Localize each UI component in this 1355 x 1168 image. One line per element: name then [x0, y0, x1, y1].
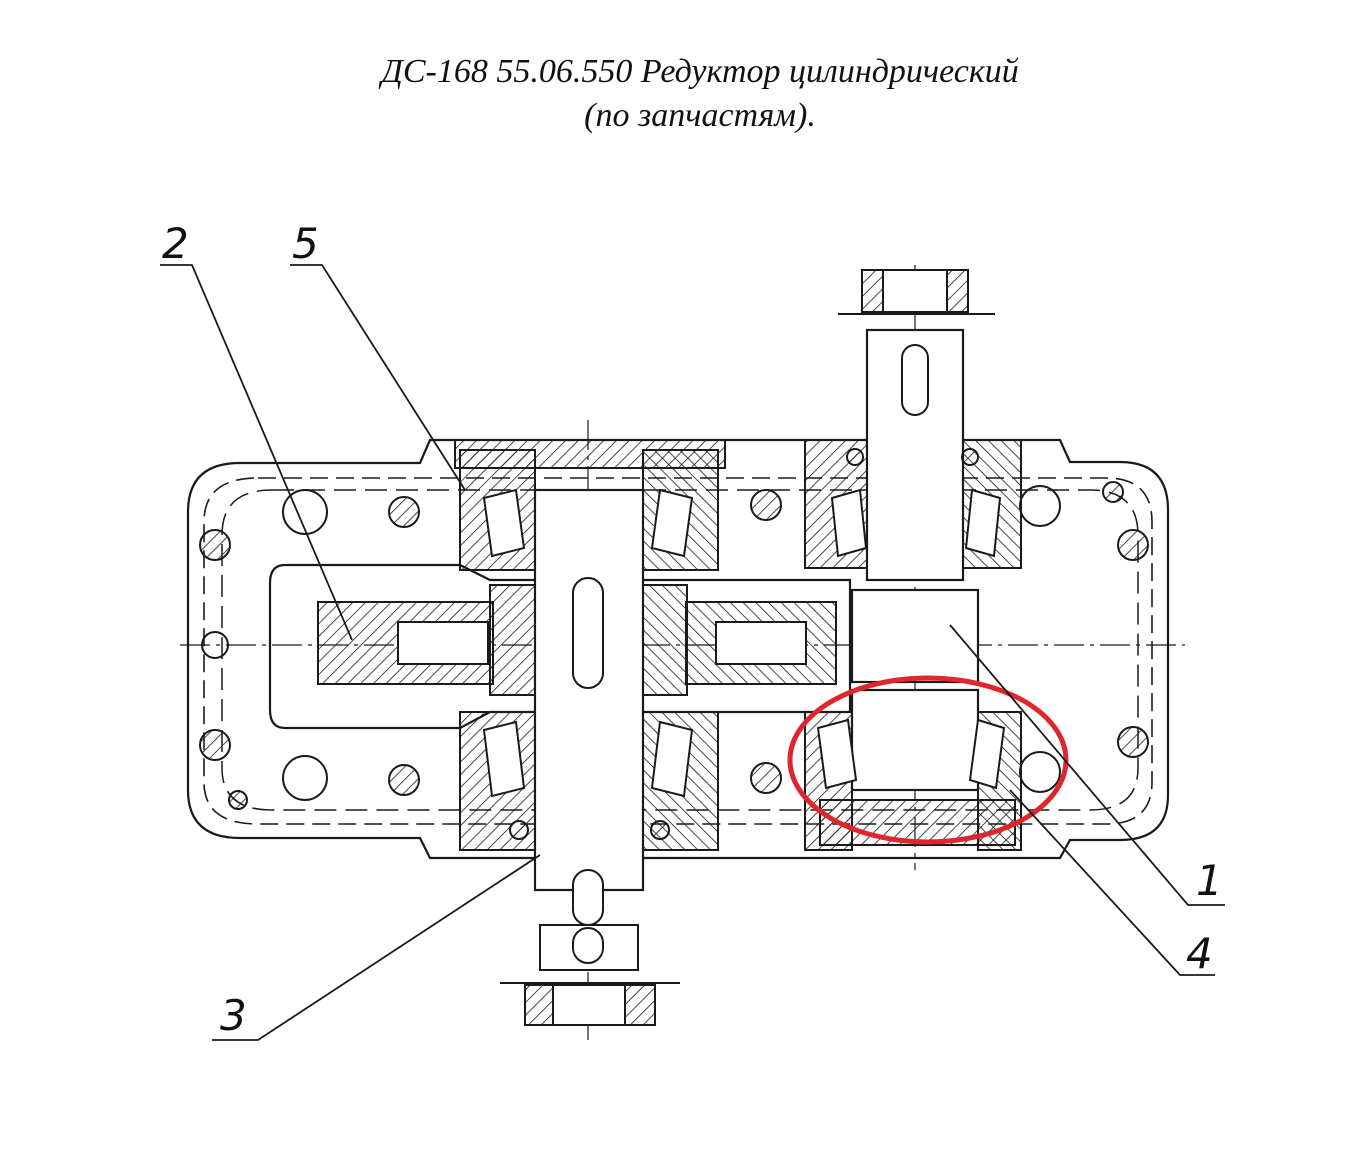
shaft-seals — [509, 448, 979, 840]
callout-4: 4 — [1186, 929, 1213, 978]
output-shaft — [500, 488, 680, 1026]
callout-5: 5 — [292, 219, 319, 268]
callout-1: 1 — [1196, 856, 1223, 905]
callout-3: 3 — [220, 991, 247, 1040]
drawing-title-line-1: ДС-168 55.06.550 Редуктор цилиндрический — [381, 53, 1019, 90]
highlight-ellipse — [787, 675, 1069, 845]
drawing-title: ДС-168 55.06.550 Редуктор цилиндрический… — [0, 50, 1355, 138]
driven-gear — [268, 563, 852, 730]
callout-2: 2 — [162, 219, 189, 268]
input-shaft — [838, 269, 995, 792]
callouts: 2 5 3 1 4 — [162, 219, 1223, 1040]
tapered-roller-bearings — [482, 488, 1006, 798]
leader-lines — [160, 264, 1225, 1041]
drawing-title-line-2: (по запчастям). — [584, 97, 816, 134]
